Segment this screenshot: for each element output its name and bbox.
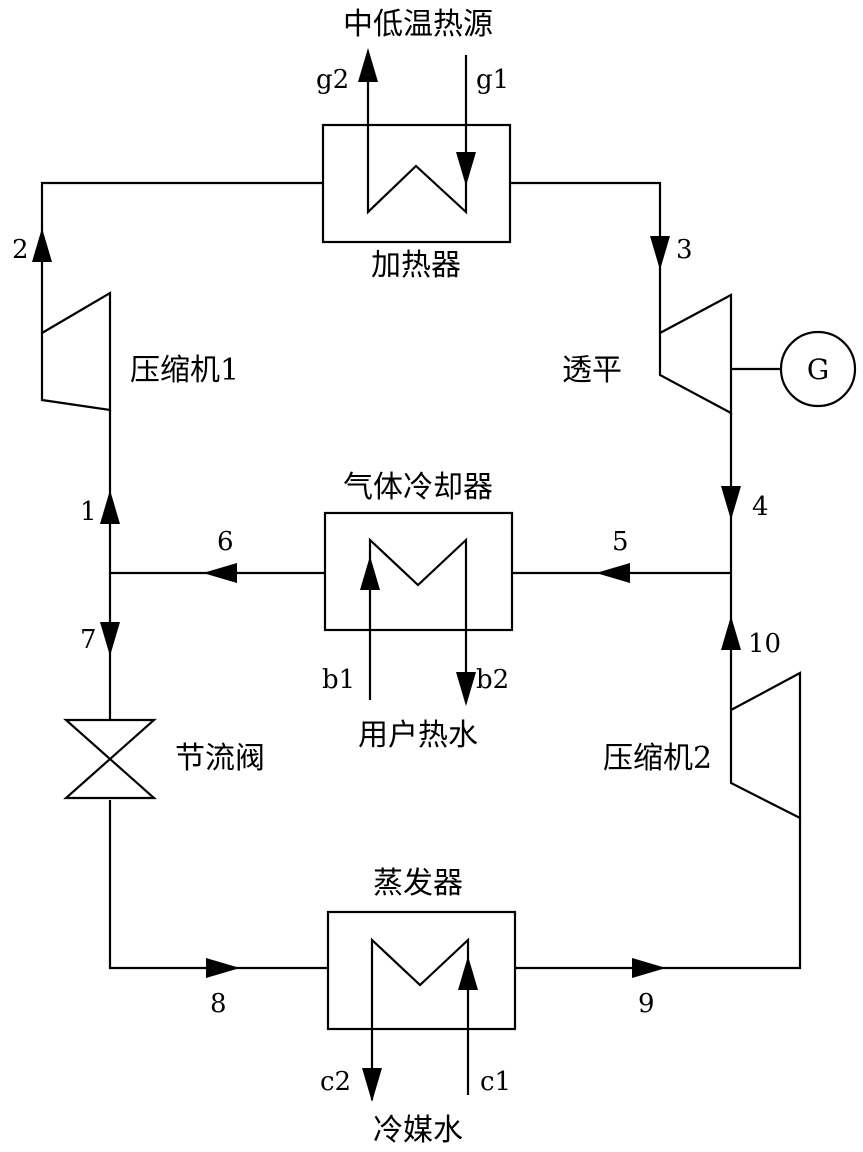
evaporator-label: 蒸发器	[373, 866, 463, 901]
b1-arrow	[360, 556, 380, 590]
generator-circle	[779, 330, 857, 408]
pipe-9	[515, 818, 802, 970]
arrow-6	[203, 563, 237, 583]
evaporator-box	[326, 910, 517, 1031]
compressor2-label: 压缩机2	[603, 741, 712, 776]
throttle-valve-label: 节流阀	[175, 741, 265, 776]
arrow-10	[721, 616, 741, 650]
heater-box	[321, 123, 512, 244]
b2-arrow	[456, 672, 476, 706]
chilled-water-label: 冷媒水	[373, 1113, 463, 1148]
point-8-label: 8	[210, 989, 227, 1019]
stream-g1-label: g1	[476, 65, 509, 95]
c1-arrow	[458, 956, 478, 990]
stream-c2-label: c2	[320, 1067, 351, 1097]
point-6-label: 6	[217, 527, 234, 557]
point-3-label: 3	[676, 235, 693, 265]
stream-c1-label: c1	[480, 1067, 511, 1097]
gas-cooler-coil	[368, 537, 468, 702]
arrow-1	[100, 490, 120, 524]
g1-arrow	[456, 152, 476, 186]
stream-g2-label: g2	[316, 65, 349, 95]
gas-cooler-box	[323, 511, 514, 632]
point-1-label: 1	[80, 497, 97, 527]
pipe-8	[108, 800, 328, 970]
compressor1-shape	[40, 291, 112, 412]
pipe-2-to-heater	[40, 181, 323, 333]
pipe-heater-to-3	[510, 181, 662, 333]
user-hot-water-label: 用户热水	[358, 718, 478, 753]
point-5-label: 5	[612, 527, 629, 557]
generator-label: G	[807, 353, 829, 386]
arrow-9	[632, 958, 666, 978]
arrow-7	[100, 622, 120, 656]
arrow-5	[596, 563, 630, 583]
arrow-4	[721, 486, 741, 520]
turbine-label: 透平	[562, 353, 622, 388]
compressor1-label: 压缩机1	[130, 353, 239, 388]
evaporator-coil	[370, 937, 470, 1100]
g2-arrow	[358, 48, 378, 82]
heater-label: 加热器	[371, 248, 461, 283]
point-10-label: 10	[748, 629, 781, 659]
arrow-8	[206, 958, 240, 978]
arrow-2	[32, 228, 52, 262]
point-4-label: 4	[752, 492, 769, 522]
point-7-label: 7	[80, 625, 97, 655]
compressor2-shape	[729, 671, 802, 820]
stream-b2-label: b2	[476, 665, 509, 695]
point-9-label: 9	[638, 989, 655, 1019]
heat-source-label: 中低温热源	[343, 7, 493, 42]
gas-cooler-label: 气体冷却器	[343, 470, 493, 505]
point-2-label: 2	[12, 235, 29, 265]
arrow-3	[650, 236, 670, 270]
stream-b1-label: b1	[322, 665, 355, 695]
c2-arrow	[362, 1068, 382, 1102]
turbine-shape	[658, 293, 733, 415]
throttle-valve-shape	[63, 718, 157, 800]
